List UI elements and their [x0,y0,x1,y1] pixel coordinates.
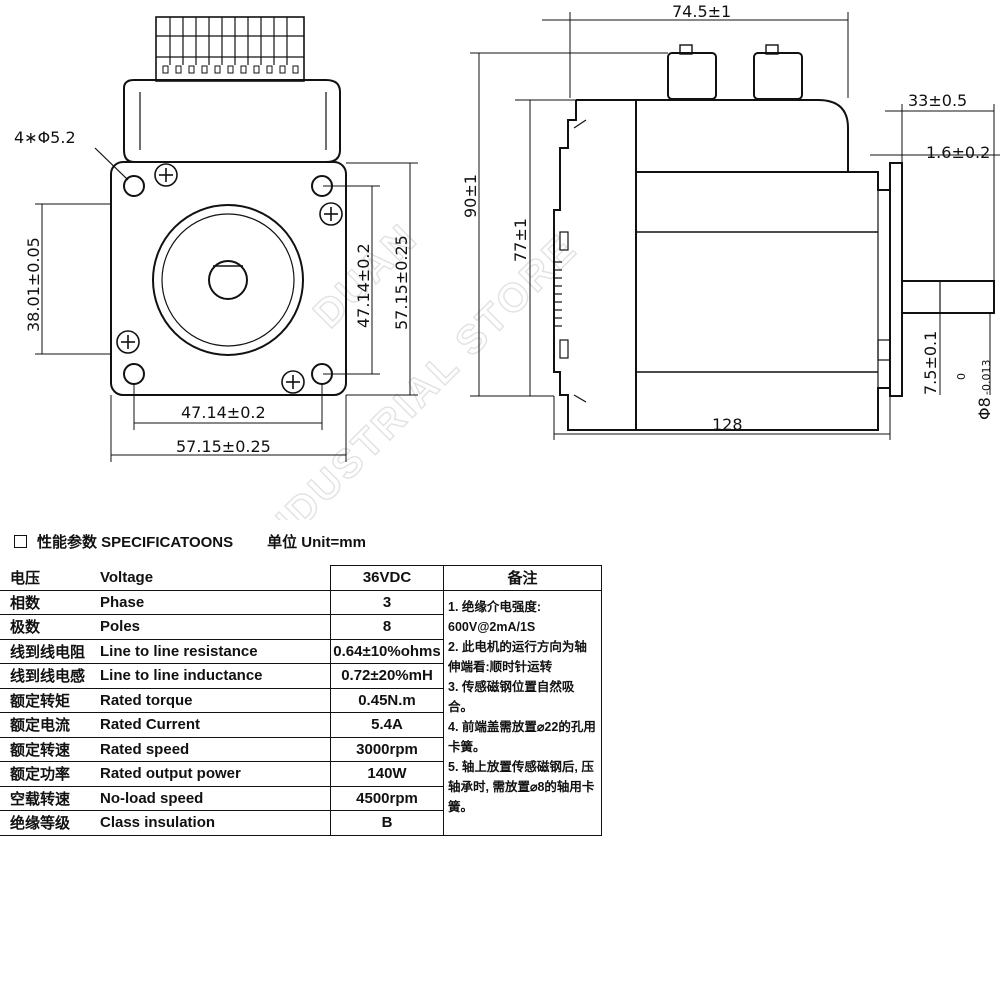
param-value: 0.45N.m [330,687,444,713]
param-value: 3 [330,589,444,615]
technical-drawing: DUAN INDUSTRIAL STORE [14,2,1000,520]
param-name-en: Phase [94,589,331,615]
side-dimensions [470,12,1000,440]
param-name-cn: 线到线电阻 [0,638,94,664]
dim-dia8-tol-lower: -0.013 [980,360,993,395]
spec-unit: 单位 Unit=mm [267,533,366,551]
param-name-en: Rated output power [94,761,331,787]
param-value: B [330,810,444,836]
param-name-en: Line to line resistance [94,638,331,664]
motor-flange [110,161,347,396]
side-shaft [901,280,995,314]
param-name-cn: 额定功率 [0,761,94,787]
dim-47-vertical-label: 47.14±0.2 [354,243,373,328]
note-item: 3. 传感磁钢位置自然吸合。 [448,679,575,714]
dim-57-vertical-label: 57.15±0.25 [392,235,411,330]
param-value: 0.64±10%ohms [330,638,444,664]
shaft-end [208,260,248,300]
param-name-en: Class insulation [94,810,331,836]
dim-33-label: 33±0.5 [908,91,967,110]
front-dimensions [35,162,418,462]
dim-38-label: 38.01±0.05 [24,237,43,332]
param-name-en: Line to line inductance [94,663,331,689]
dim-77-label: 77±1 [511,218,530,262]
screw-heads [116,163,343,394]
side-flange [889,162,903,397]
param-value: 3000rpm [330,736,444,762]
watermark-text-2: INDUSTRIAL STORE [245,226,586,520]
side-drive-housing [636,99,849,173]
front-view [94,16,347,396]
drive-housing [123,79,341,163]
dim-90-label: 90±1 [461,174,480,218]
note-item: 1. 绝缘介电强度: 600V@2mA/1S [448,599,542,634]
side-connector-1 [667,52,717,100]
param-name-cn: 绝缘等级 [0,810,94,836]
param-name-en: Rated Current [94,712,331,738]
param-name-cn: 相数 [0,589,94,615]
param-value: 140W [330,761,444,787]
side-connector-2 [753,52,803,100]
pilot-boss [152,204,304,356]
terminal-connector [155,16,305,82]
dim-128-label: 128 [712,415,743,434]
param-name-cn: 额定转速 [0,736,94,762]
notes-cell: 1. 绝缘介电强度: 600V@2mA/1S 2. 此电机的运行方向为轴伸端看:顺… [443,589,602,836]
param-value: 8 [330,614,444,640]
spec-title-text: 性能参数 SPECIFICATOONS [37,533,234,551]
dim-7.5-label: 7.5±0.1 [921,331,940,395]
mount-hole-tl [123,175,145,197]
watermark: DUAN INDUSTRIAL STORE [245,214,587,520]
param-name-cn: 空载转速 [0,785,94,811]
param-name-cn: 极数 [0,614,94,640]
param-value: 36VDC [330,565,444,591]
param-name-cn: 额定转矩 [0,687,94,713]
note-item: 2. 此电机的运行方向为轴伸端看:顺时针运转 [448,639,587,674]
note-item: 4. 前端盖需放置⌀22的孔用卡簧。 [448,719,596,754]
param-value: 0.72±20%mH [330,663,444,689]
param-value: 5.4A [330,712,444,738]
dim-dia8-tol-upper: 0 [955,373,968,380]
checkbox-icon [14,534,27,548]
mount-hole-bl [123,363,145,385]
dim-dia8-label: Φ8 [975,397,994,420]
param-name-cn: 电压 [0,565,94,591]
dim-1.6-label: 1.6±0.2 [926,143,990,162]
front-dimension-labels: 4∗Φ5.2 38.01±0.05 47.14±0.2 57.15±0.25 4… [14,128,411,456]
param-name-cn: 额定电流 [0,712,94,738]
side-motor-body [636,171,891,431]
param-name-en: Poles [94,614,331,640]
param-name-en: No-load speed [94,785,331,811]
param-name-en: Rated torque [94,687,331,713]
dim-47-horizontal-label: 47.14±0.2 [181,403,266,422]
param-value: 4500rpm [330,785,444,811]
param-name-en: Rated speed [94,736,331,762]
spec-title: 性能参数 SPECIFICATOONS 单位 Unit=mm [14,528,366,554]
side-dimension-labels: 74.5±1 90±1 77±1 128 33±0.5 1.6±0.2 7.5±… [461,2,994,434]
notes-header: 备注 [443,565,602,591]
dim-74-label: 74.5±1 [672,2,731,21]
param-name-en: Voltage [94,565,331,591]
hole-label: 4∗Φ5.2 [14,128,76,147]
dim-57-horizontal-label: 57.15±0.25 [176,437,271,456]
note-item: 5. 轴上放置传感磁钢后, 压轴承时, 需放置⌀8的轴用卡簧。 [448,759,595,814]
param-name-cn: 线到线电感 [0,663,94,689]
